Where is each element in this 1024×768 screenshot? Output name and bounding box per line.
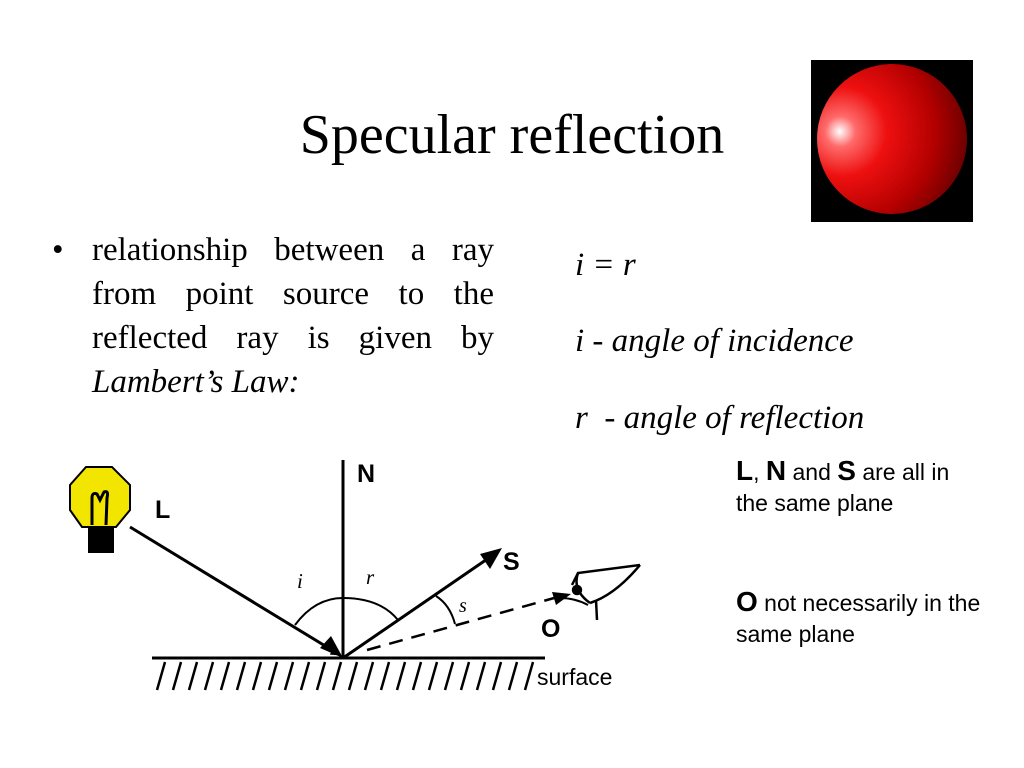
note-rest-1: are all in the same plane <box>736 459 950 516</box>
label-r: r <box>366 565 375 589</box>
angle-i-arc <box>294 597 344 626</box>
note-not-same-plane: O not necessarily in the same plane <box>736 586 986 650</box>
equation-i-equals-r: i = r <box>575 247 636 283</box>
view-ray <box>366 593 566 652</box>
bullet-item: • relationship between a ray from point … <box>52 228 494 404</box>
bullet-text: relationship between a ray from point so… <box>92 228 494 404</box>
view-arrowhead <box>552 592 571 605</box>
equation-angle-incidence: i - angle of incidence <box>575 323 854 359</box>
note-and: and <box>792 459 831 485</box>
sphere-graphic <box>817 64 967 214</box>
note-same-plane: L, N and S are all in the same plane <box>736 455 986 519</box>
label-O: O <box>541 615 560 643</box>
angle-r-arc <box>342 597 399 621</box>
note-O: O <box>736 586 758 617</box>
equation-angle-reflection: r - angle of reflection <box>575 400 865 436</box>
note-L: L <box>736 455 754 486</box>
light-bulb-icon <box>69 466 131 553</box>
label-N: N <box>357 460 375 488</box>
bullet-marker: • <box>52 232 64 268</box>
reflected-arrowhead <box>480 548 502 569</box>
incident-arrowhead <box>320 636 343 658</box>
surface-hatching <box>155 661 535 691</box>
note-rest-2: not necessarily in the same plane <box>736 590 981 647</box>
reflected-ray <box>342 551 497 660</box>
slide-title: Specular reflection <box>299 104 725 166</box>
label-S: S <box>503 548 520 576</box>
incident-ray <box>129 525 341 657</box>
red-sphere-image <box>811 60 973 222</box>
angle-s-arc <box>435 595 456 625</box>
note-S: S <box>837 455 856 486</box>
note-comma: , <box>753 459 760 485</box>
note-N: N <box>765 455 787 486</box>
label-s: s <box>459 595 467 617</box>
bullet-text-main: relationship between a ray from point so… <box>92 232 494 356</box>
eye-icon <box>559 563 641 621</box>
label-i: i <box>297 569 303 593</box>
bullet-text-emphasis: Lambert’s Law: <box>92 364 300 400</box>
label-L: L <box>155 496 170 524</box>
label-surface: surface <box>537 664 612 690</box>
